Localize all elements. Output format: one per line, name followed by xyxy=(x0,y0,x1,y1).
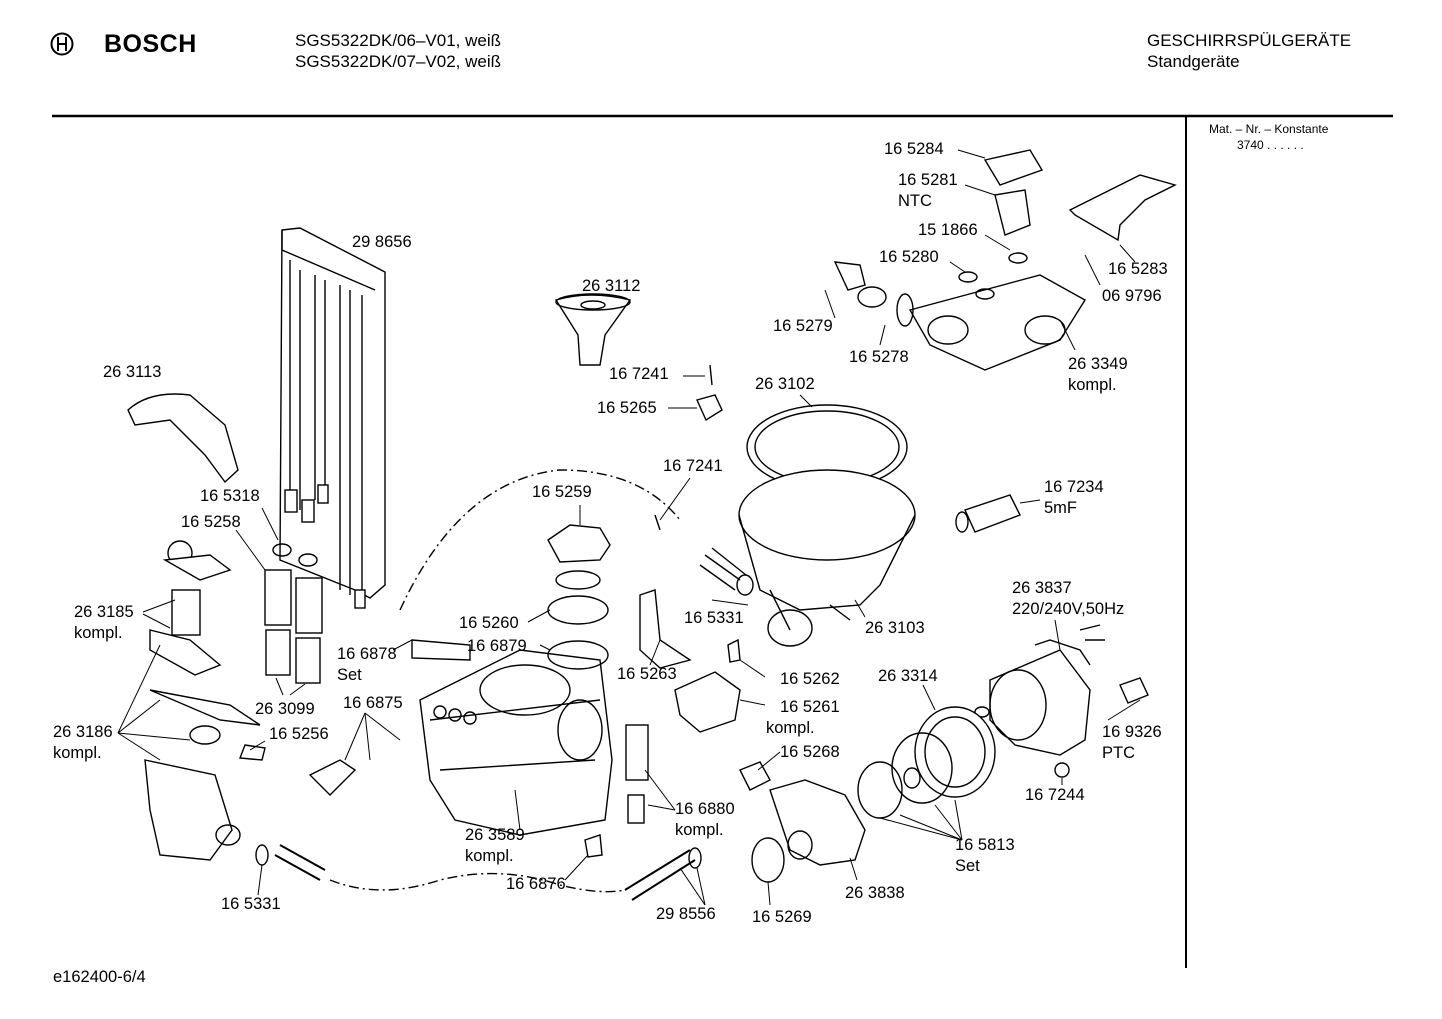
ptc-part xyxy=(1119,677,1149,704)
volute-part xyxy=(857,706,996,819)
part-label-165258: 16 5258 xyxy=(181,513,241,531)
part-165256 xyxy=(239,744,266,761)
part-label-298656: 29 8656 xyxy=(352,233,412,251)
part-label-165280: 16 5280 xyxy=(879,248,939,266)
part-label-ntc: NTC xyxy=(898,192,932,210)
part-label-165261-kompl: kompl. xyxy=(766,719,815,737)
part-166880 xyxy=(625,724,649,824)
part-label-165813-set: Set xyxy=(955,857,980,875)
part-label-165813: 16 5813 xyxy=(955,836,1015,854)
part-label-165278: 16 5278 xyxy=(849,348,909,366)
part-label-166875: 16 6875 xyxy=(343,694,403,712)
part-166876 xyxy=(584,834,603,858)
part-label-166878-set: Set xyxy=(337,666,362,684)
capacitor-part xyxy=(955,494,1021,533)
reservoir-part xyxy=(419,649,613,836)
part-label-167234-5mf: 5mF xyxy=(1044,499,1077,517)
part-165263 xyxy=(639,589,692,669)
part-label-167241-b: 16 7241 xyxy=(663,457,723,475)
part-label-169326: 16 9326 xyxy=(1102,723,1162,741)
screw-part-1 xyxy=(709,364,713,386)
part-label-167241-a: 16 7241 xyxy=(609,365,669,383)
part-label-165318: 16 5318 xyxy=(200,487,260,505)
part-label-263838: 26 3838 xyxy=(845,884,905,902)
part-166875 xyxy=(308,759,357,796)
part-label-167234: 16 7234 xyxy=(1044,478,1104,496)
left-valve-assembly-part xyxy=(144,540,261,861)
part-label-263837-voltage: 220/240V,50Hz xyxy=(1012,600,1125,618)
part-label-166880-kompl: kompl. xyxy=(675,821,724,839)
part-label-165259: 16 5259 xyxy=(532,483,592,501)
part-label-165269: 16 5269 xyxy=(752,908,812,926)
pump-motor-part xyxy=(989,624,1105,756)
mat-nr-label: Mat. – Nr. – Konstante xyxy=(1209,122,1329,136)
document-id: e162400-6/4 xyxy=(53,968,146,986)
part-165265 xyxy=(696,394,723,422)
part-label-263349: 26 3349 xyxy=(1068,355,1128,373)
part-label-166878: 16 6878 xyxy=(337,645,397,663)
bosch-logo-icon xyxy=(50,32,74,56)
part-label-165256: 16 5256 xyxy=(269,725,329,743)
spring-part xyxy=(739,761,771,791)
part-label-069796: 06 9796 xyxy=(1102,287,1162,305)
part-label-165268: 16 5268 xyxy=(780,743,840,761)
part-label-263185: 26 3185 xyxy=(74,603,134,621)
part-label-166876: 16 6876 xyxy=(506,875,566,893)
part-label-165283: 16 5283 xyxy=(1108,260,1168,278)
sump-part xyxy=(738,404,916,647)
part-label-165284: 16 5284 xyxy=(884,140,944,158)
part-label-165263: 16 5263 xyxy=(617,665,677,683)
hose-bottom-mid xyxy=(624,849,696,901)
part-label-165331-a: 16 5331 xyxy=(684,609,744,627)
spray-rail-part xyxy=(279,227,386,609)
part-label-263314: 26 3314 xyxy=(878,667,938,685)
part-165261 xyxy=(674,671,741,733)
seal-part xyxy=(751,837,785,883)
part-label-263186: 26 3186 xyxy=(53,723,113,741)
cover-part xyxy=(127,393,239,484)
part-label-151866: 15 1866 xyxy=(918,221,978,239)
part-label-169326-ptc: PTC xyxy=(1102,744,1135,762)
mat-nr-value: 3740 . . . . . . xyxy=(1237,138,1304,152)
part-label-165331-b: 16 5331 xyxy=(221,895,281,913)
part-label-263349-kompl: kompl. xyxy=(1068,376,1117,394)
part-label-165281: 16 5281 xyxy=(898,171,958,189)
hose-bottom-left xyxy=(274,844,326,881)
part-label-263185-kompl: kompl. xyxy=(74,624,123,642)
model-line-2: SGS5322DK/07–V02, weiß xyxy=(295,52,502,71)
category-line-1: GESCHIRRSPÜLGERÄTE xyxy=(1147,31,1352,50)
part-label-298556: 29 8556 xyxy=(656,905,716,923)
sensor-housing-part xyxy=(833,149,1177,371)
category-line-2: Standgeräte xyxy=(1147,52,1240,71)
part-label-263102: 26 3102 xyxy=(755,375,815,393)
part-label-263113: 26 3113 xyxy=(103,363,162,381)
screw-part-2 xyxy=(654,514,661,531)
funnel-part xyxy=(554,293,632,366)
part-small-ring xyxy=(974,706,990,718)
part-167244 xyxy=(1054,762,1070,778)
pump-housing-part xyxy=(769,779,866,866)
part-label-263589: 26 3589 xyxy=(465,826,525,844)
model-line-1: SGS5322DK/06–V01, weiß xyxy=(295,31,502,50)
float-stack-part xyxy=(547,524,611,670)
part-label-166879: 16 6879 xyxy=(467,637,527,655)
part-label-167244: 16 7244 xyxy=(1025,786,1085,804)
part-label-263099: 26 3099 xyxy=(255,700,315,718)
part-label-263837: 26 3837 xyxy=(1012,579,1072,597)
part-label-165279: 16 5279 xyxy=(773,317,833,335)
part-label-165262: 16 5262 xyxy=(780,670,840,688)
part-label-165265: 16 5265 xyxy=(597,399,657,417)
part-label-166880: 16 6880 xyxy=(675,800,735,818)
part-166878 xyxy=(411,639,471,661)
part-label-263112: 26 3112 xyxy=(582,277,641,295)
dashed-connector-bottom xyxy=(329,872,626,893)
spring-stack-part xyxy=(264,543,323,684)
part-label-263103: 26 3103 xyxy=(865,619,925,637)
part-label-263589-kompl: kompl. xyxy=(465,847,514,865)
part-label-165261: 16 5261 xyxy=(780,698,840,716)
brand-name: BOSCH xyxy=(104,30,197,58)
part-label-165260: 16 5260 xyxy=(459,614,519,632)
part-label-263186-kompl: kompl. xyxy=(53,744,102,762)
